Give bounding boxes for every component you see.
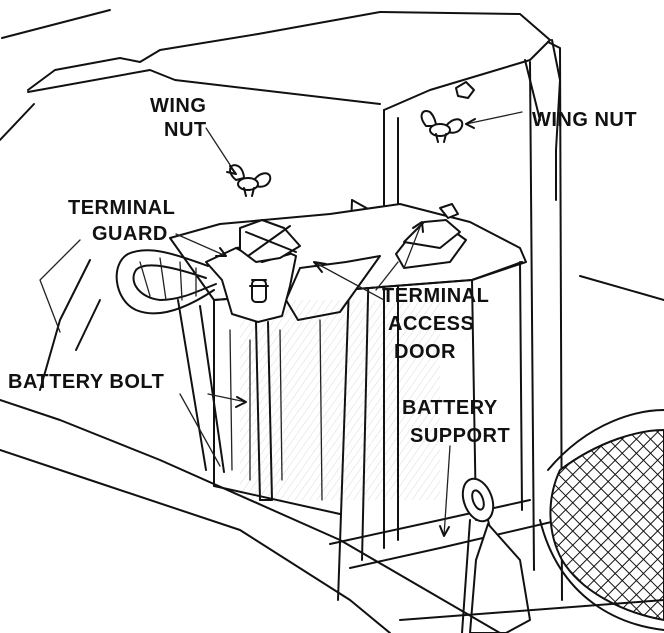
wing-nut-right-label: WING NUT xyxy=(532,109,637,131)
wing-nut-left-label-line2: NUT xyxy=(164,119,207,141)
battery-cable xyxy=(115,249,217,315)
battery-bolt-label: BATTERY BOLT xyxy=(8,371,164,393)
terminal-guard xyxy=(205,219,301,323)
foreground-body xyxy=(0,259,664,633)
leader-lines xyxy=(39,111,523,537)
wing-nut-left-icon xyxy=(229,164,272,197)
battery-bolt-rods xyxy=(255,321,273,501)
terminal-access-door-label-line2: ACCESS xyxy=(388,313,474,335)
hood-fender xyxy=(0,9,561,201)
wing-nut-right-icon xyxy=(420,110,464,143)
terminal-access-door-label-line1: TERMINAL xyxy=(382,285,489,307)
battery-support-label-line2: SUPPORT xyxy=(410,425,510,447)
air-cleaner-mesh xyxy=(539,409,664,631)
terminal-bolt-icon xyxy=(439,203,459,219)
terminal-guard-label-line2: GUARD xyxy=(92,223,168,245)
wing-nut-left-label-line1: WING xyxy=(150,95,206,117)
lever-handle xyxy=(461,477,531,633)
hood-clip-icon xyxy=(455,81,475,99)
battery-support-label-line1: BATTERY xyxy=(402,397,498,419)
terminal-guard-label-line1: TERMINAL xyxy=(68,197,175,219)
terminal-access-door-label-line3: DOOR xyxy=(394,341,456,363)
